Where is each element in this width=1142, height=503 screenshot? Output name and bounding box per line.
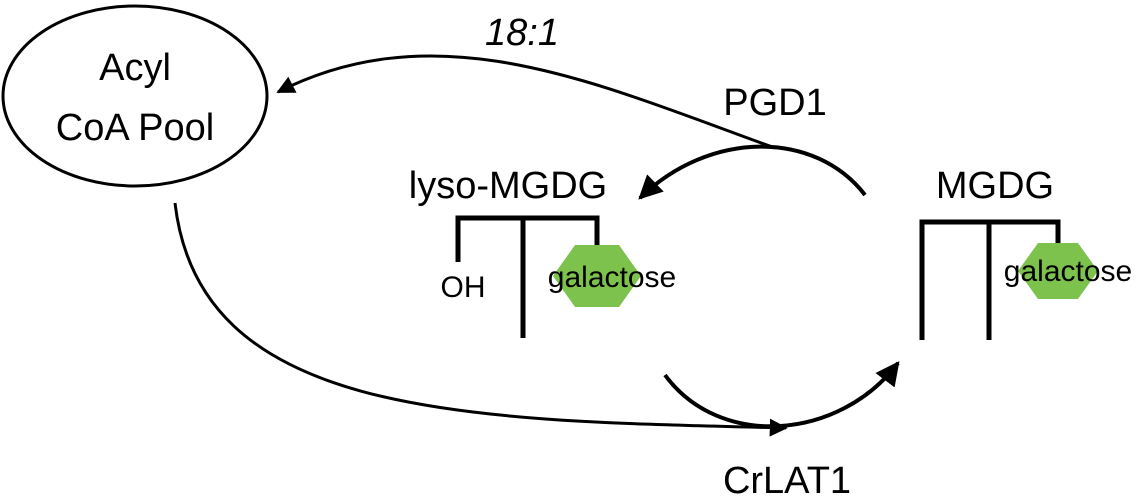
mgdg-structure: [919, 219, 1061, 340]
crlat1-label: CrLAT1: [723, 460, 851, 502]
arrow-from-acyl-pool: [173, 202, 788, 437]
mgdg-title: MGDG: [936, 165, 1054, 207]
pgd1-label: PGD1: [723, 82, 826, 124]
acyl-pool-label-line2: CoA Pool: [56, 107, 214, 149]
acyl-pool-ellipse: [1, 4, 269, 188]
acyl-pool-label-line1: Acyl: [99, 47, 171, 89]
arrow-crlat1: [663, 361, 900, 429]
lyso-mgdg-structure: [455, 215, 600, 338]
arrow-to-acyl-pool: [276, 54, 776, 150]
arrow-pgd1: [638, 144, 867, 200]
fatty-acid-label: 18:1: [485, 12, 559, 54]
lyso-mgdg-galactose-hexagon: [553, 245, 641, 307]
lyso-mgdg-oh-label: OH: [441, 271, 486, 304]
mgdg-galactose-label: galactose: [1004, 255, 1132, 288]
lyso-mgdg-title: lyso-MGDG: [409, 165, 607, 207]
lyso-mgdg-galactose-label: galactose: [548, 261, 676, 294]
mgdg-galactose-hexagon: [1018, 243, 1098, 299]
